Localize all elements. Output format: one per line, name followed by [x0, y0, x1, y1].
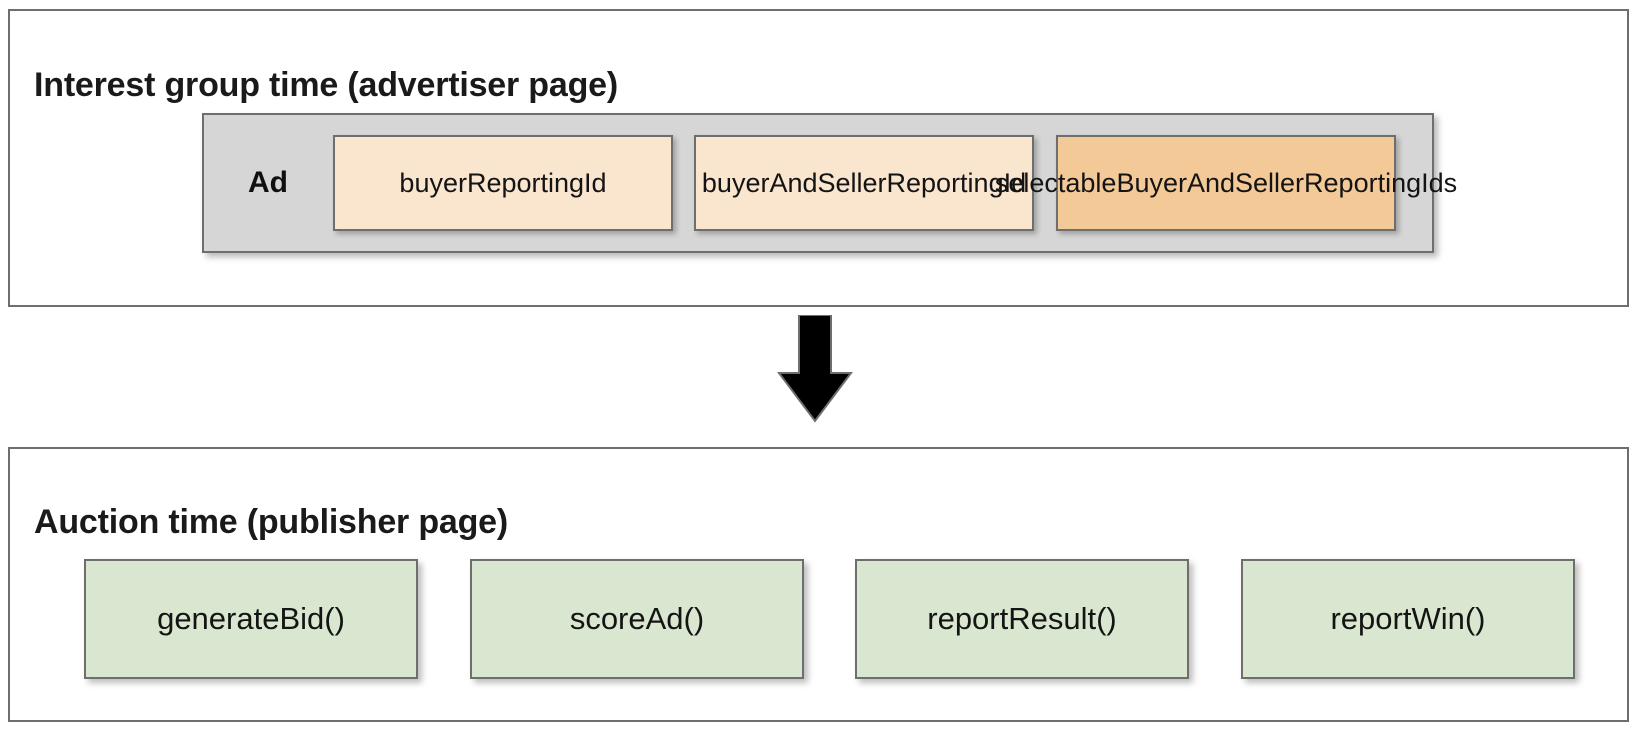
function-label: scoreAd(): [569, 601, 705, 636]
function-box-score-ad[interactable]: scoreAd(): [470, 559, 804, 679]
reporting-id-box-selectable-buyer-and-seller-reporting-ids[interactable]: selectableBuyerAndSellerReportingIds: [995, 135, 1457, 231]
function-box-report-result[interactable]: reportResult(): [855, 559, 1189, 679]
reporting-id-label: buyerAndSellerReportingId: [701, 167, 1027, 198]
advertiser-panel-title: Interest group time (advertiser page): [34, 66, 618, 105]
publisher-panel-title: Auction time (publisher page): [34, 503, 509, 542]
function-label: generateBid(): [157, 601, 345, 636]
advertiser-phase-panel: Interest group time (advertiser page) Ad…: [8, 9, 1629, 307]
function-label: reportWin(): [1330, 601, 1486, 636]
reporting-id-label: buyerReportingId: [399, 167, 607, 198]
function-box-generate-bid[interactable]: generateBid(): [84, 559, 418, 679]
reporting-id-box-buyer-reporting-id[interactable]: buyerReportingId: [333, 135, 673, 231]
ad-object-group: Ad buyerReportingId buyerAndSellerReport…: [202, 113, 1457, 253]
reporting-id-box-buyer-and-seller-reporting-id[interactable]: buyerAndSellerReportingId: [694, 135, 1034, 231]
arrow-down-icon: [763, 315, 867, 423]
reporting-id-label: selectableBuyerAndSellerReportingIds: [994, 167, 1458, 198]
function-label: reportResult(): [927, 601, 1117, 636]
publisher-phase-panel: Auction time (publisher page) generateBi…: [8, 447, 1629, 722]
function-box-report-win[interactable]: reportWin(): [1241, 559, 1575, 679]
ad-object-label: Ad: [248, 166, 288, 199]
